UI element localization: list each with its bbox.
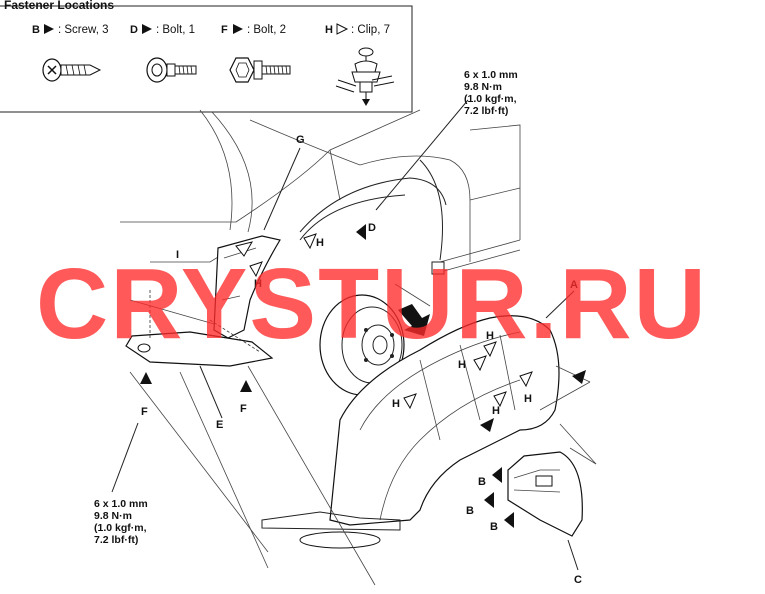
callout-g: G <box>296 134 305 146</box>
torque-top-line4: 7.2 lbf·ft) <box>464 105 508 117</box>
vehicle-body <box>120 109 521 331</box>
callout-c: C <box>574 574 582 586</box>
torque-bottom-line3: (1.0 kgf·m, <box>94 522 147 534</box>
callout-b-1: B <box>478 476 486 488</box>
callout-a: A <box>570 279 578 291</box>
clip-h-marker-icon <box>519 371 533 388</box>
callout-d: D <box>368 222 376 234</box>
callout-f-left: F <box>141 406 148 418</box>
torque-top-line1: 6 x 1.0 mm <box>464 69 518 81</box>
leader-lines <box>111 99 597 586</box>
fender-liner-a <box>261 315 560 549</box>
screw-b-marker-icon <box>504 512 514 528</box>
bolt-f-marker-icon <box>240 380 252 392</box>
fastener-legend: Fastener Locations B : Screw, 3 D : Bolt… <box>0 0 413 113</box>
callout-b-2: B <box>466 505 474 517</box>
torque-bottom-line1: 6 x 1.0 mm <box>94 498 148 510</box>
screw-b-marker-icon <box>492 467 502 483</box>
fastener-marker-icon <box>572 370 586 384</box>
clip-h-marker-icon <box>483 341 497 358</box>
legend-screw-text: : Screw, 3 <box>58 24 109 36</box>
torque-top-line2: 9.8 N·m <box>464 81 502 93</box>
filled-arrow-icon <box>44 24 54 34</box>
callout-b-3: B <box>490 521 498 533</box>
outline-arrow-icon <box>336 23 349 35</box>
under-cover-e <box>125 290 274 367</box>
legend-bolt-d-text: : Bolt, 1 <box>156 24 195 36</box>
torque-bottom-line4: 7.2 lbf·ft) <box>94 534 138 546</box>
callout-h-3: H <box>486 330 494 342</box>
direction-arrow-icon <box>398 304 430 336</box>
bolt-f-marker-icon <box>140 372 152 384</box>
clip-h-marker-icon <box>493 391 507 408</box>
callout-e: E <box>216 419 223 431</box>
legend-key-f: F <box>221 24 228 36</box>
callout-h-7: H <box>392 398 400 410</box>
watermark-text: CRYSTUR.RU <box>36 248 708 360</box>
torque-spec-bottom: 6 x 1.0 mm 9.8 N·m (1.0 kgf·m, 7.2 lbf·f… <box>94 498 148 546</box>
fastener-markers <box>140 224 586 528</box>
torque-spec-top: 6 x 1.0 mm 9.8 N·m (1.0 kgf·m, 7.2 lbf·f… <box>464 69 518 117</box>
brake-disc <box>319 294 405 396</box>
front-splash-shield-g <box>213 235 281 339</box>
legend-key-h: H <box>325 24 333 36</box>
clip-h-marker-icon <box>473 355 487 372</box>
flange-bolt-icon <box>229 57 291 83</box>
callout-i: I <box>176 249 179 261</box>
callout-h-6: H <box>492 405 500 417</box>
legend-title: Fastener Locations <box>4 0 114 12</box>
screw-icon <box>42 58 102 82</box>
filled-arrow-icon <box>142 24 152 34</box>
callout-labels: A C E G I D F F B B B H H H H H H H <box>141 134 582 586</box>
callout-h-5: H <box>524 393 532 405</box>
legend-key-b: B <box>32 24 40 36</box>
legend-clip-text: : Clip, 7 <box>351 24 390 36</box>
clip-h-marker-icon <box>303 233 317 250</box>
torque-top-line3: (1.0 kgf·m, <box>464 93 517 105</box>
legend-bolt-f-text: : Bolt, 2 <box>247 24 286 36</box>
torque-bottom-line2: 9.8 N·m <box>94 510 132 522</box>
bolt-d-marker-icon <box>356 224 366 240</box>
clip-icon <box>335 47 395 106</box>
mud-guard-c <box>507 451 583 537</box>
bolt-icon <box>146 57 197 83</box>
filled-arrow-icon <box>233 24 243 34</box>
legend-key-d: D <box>130 24 138 36</box>
callout-h-1: H <box>316 237 324 249</box>
callout-h-4: H <box>458 359 466 371</box>
clip-h-marker-icon <box>249 261 263 278</box>
callout-f-right: F <box>240 403 247 415</box>
screw-b-marker-icon <box>484 492 494 508</box>
callout-h-2: H <box>254 278 262 290</box>
fastener-marker-icon <box>480 418 494 432</box>
clip-h-marker-icon <box>403 393 417 410</box>
